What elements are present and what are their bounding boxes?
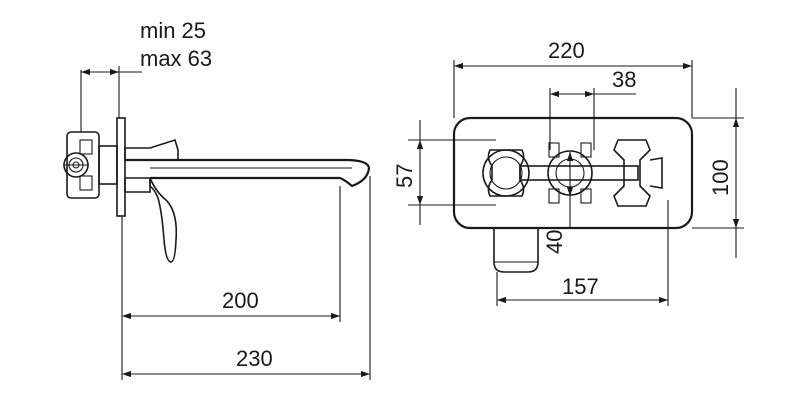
front-extension-lines (408, 60, 744, 306)
wall-depth-dimension: min 25 max 63 (81, 18, 212, 76)
handle-offset-dimension: 38 (550, 67, 636, 98)
valve-height-dimension: 40 (542, 152, 574, 254)
spout-to-edge-dimension: 157 (497, 274, 668, 304)
spout-length-dimension: 200 (122, 288, 340, 320)
spout-height-label: 57 (392, 164, 417, 188)
plate-height-label: 100 (708, 159, 733, 196)
wall-plate (116, 117, 126, 217)
handle-offset-label: 38 (612, 67, 636, 92)
mixer-cartridge (519, 142, 639, 204)
valve-body (63, 131, 118, 199)
spout-height-dimension: 57 (392, 120, 424, 225)
spout-length-label: 200 (222, 288, 259, 313)
side-view: min 25 max 63 200 230 (63, 18, 371, 380)
plate-width-label: 220 (548, 38, 585, 63)
total-length-label: 230 (236, 346, 273, 371)
wall-depth-max-label: max 63 (140, 46, 212, 71)
wall-depth-min-label: min 25 (140, 18, 206, 43)
back-plate (452, 116, 694, 230)
plate-height-dimension: 100 (708, 88, 740, 258)
front-right-handle (613, 139, 663, 207)
escutcheon (124, 138, 179, 193)
plate-width-dimension: 220 (454, 38, 692, 70)
valve-height-label: 40 (542, 230, 567, 254)
total-length-dimension: 230 (122, 346, 370, 378)
side-extension-lines (80, 66, 371, 380)
front-lever-handle (482, 149, 530, 197)
spout-to-edge-label: 157 (562, 274, 599, 299)
lever-handle (149, 177, 178, 263)
front-view: 220 38 57 100 40 (392, 38, 744, 306)
spout (125, 158, 371, 188)
spout-outlet (493, 228, 539, 273)
